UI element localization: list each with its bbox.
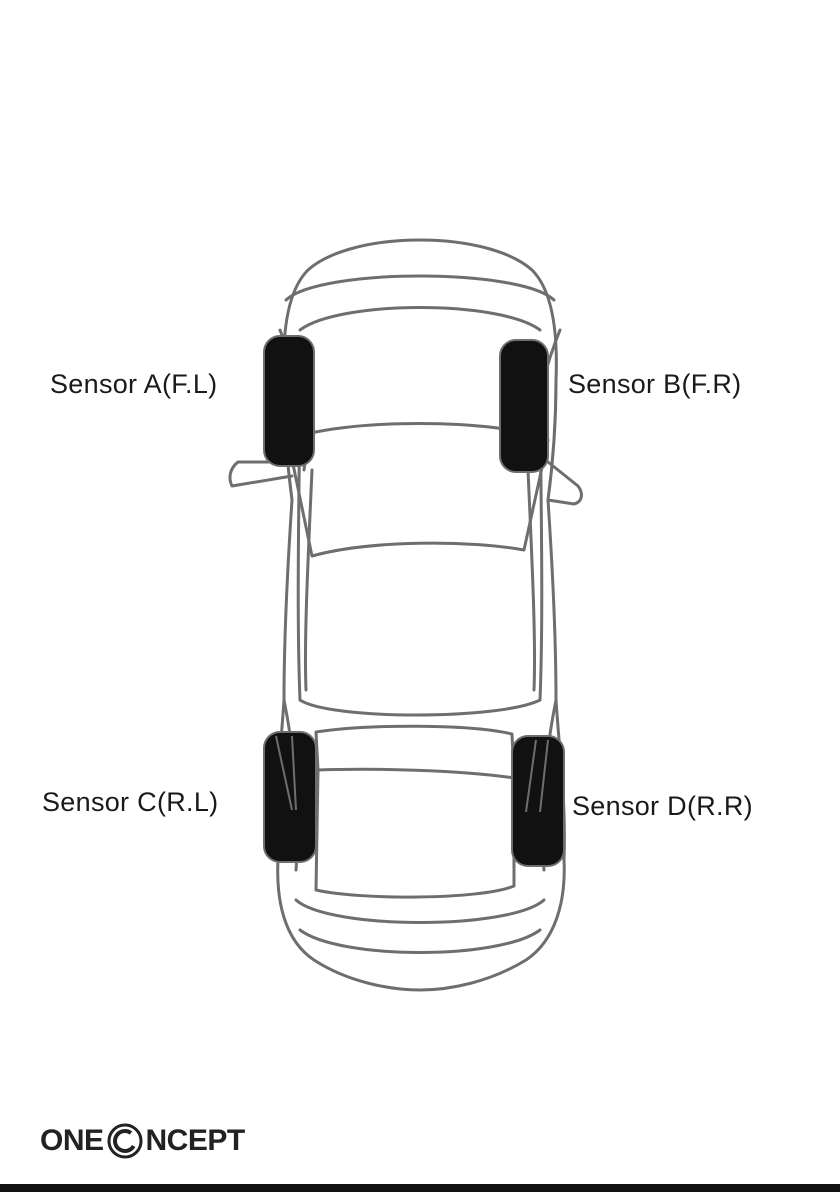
sensor-a-label: Sensor A(F.L) <box>50 369 217 400</box>
tire-front-right <box>500 340 548 472</box>
sensor-c-label: Sensor C(R.L) <box>42 787 218 818</box>
brand-suffix: NCEPT <box>146 1124 245 1158</box>
sensor-b-label: Sensor B(F.R) <box>568 369 741 400</box>
sensor-d-label: Sensor D(R.R) <box>572 791 753 822</box>
bottom-bar <box>0 1184 840 1192</box>
brand-prefix: ONE <box>40 1124 104 1158</box>
hood-line <box>300 308 540 331</box>
tire-front-left <box>264 336 314 466</box>
rear-window <box>316 726 514 778</box>
trunk <box>316 770 514 897</box>
oneconcept-logo: ONE NCEPT <box>40 1116 245 1166</box>
tire-rear-right <box>512 736 564 866</box>
brand-ring-icon <box>106 1122 144 1160</box>
